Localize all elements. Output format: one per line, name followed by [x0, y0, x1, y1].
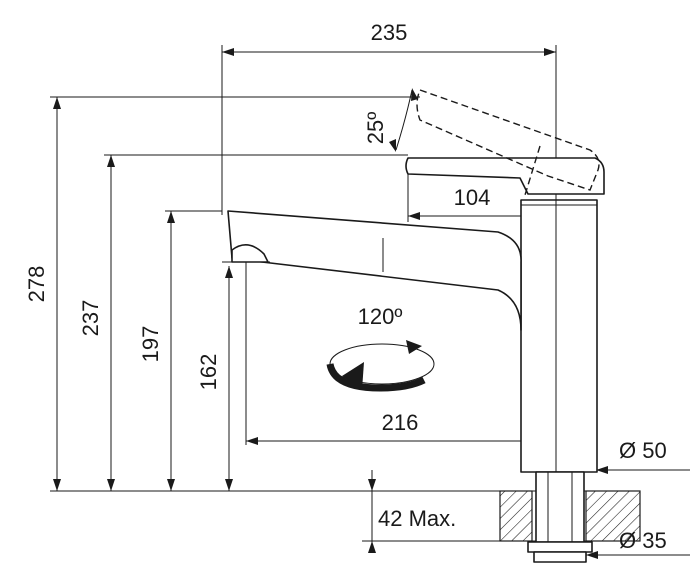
label-237: 237 — [78, 300, 103, 337]
label-42-max: 42 Max. — [378, 506, 456, 531]
faucet-lever-raised — [416, 89, 600, 191]
label-104: 104 — [454, 185, 491, 210]
dim-arc-25 — [395, 89, 413, 151]
dimension-lines — [53, 48, 690, 559]
faucet-nut — [527, 541, 593, 553]
rotation-symbol — [326, 340, 435, 392]
countertop-section — [499, 471, 641, 563]
label-235: 235 — [371, 20, 408, 45]
counter-left — [499, 490, 533, 542]
faucet-lever — [405, 157, 605, 195]
label-197: 197 — [138, 326, 163, 363]
label-120: 120º — [358, 304, 403, 329]
label-162: 162 — [196, 354, 221, 391]
dimension-labels: 235 25º 104 278 237 197 162 120º 216 42 … — [24, 20, 667, 553]
label-25: 25º — [363, 112, 388, 145]
rotation-arrow-back — [406, 340, 422, 354]
label-diameter-35: Ø 35 — [619, 528, 667, 553]
faucet-spout — [227, 210, 522, 331]
rotation-arrow-front — [342, 362, 364, 390]
label-diameter-50: Ø 50 — [619, 438, 667, 463]
faucet-body — [227, 89, 605, 473]
faucet-nozzle — [231, 244, 269, 263]
faucet-column — [520, 199, 598, 473]
faucet-shank — [535, 471, 585, 543]
label-278: 278 — [24, 266, 49, 303]
label-216: 216 — [382, 410, 419, 435]
